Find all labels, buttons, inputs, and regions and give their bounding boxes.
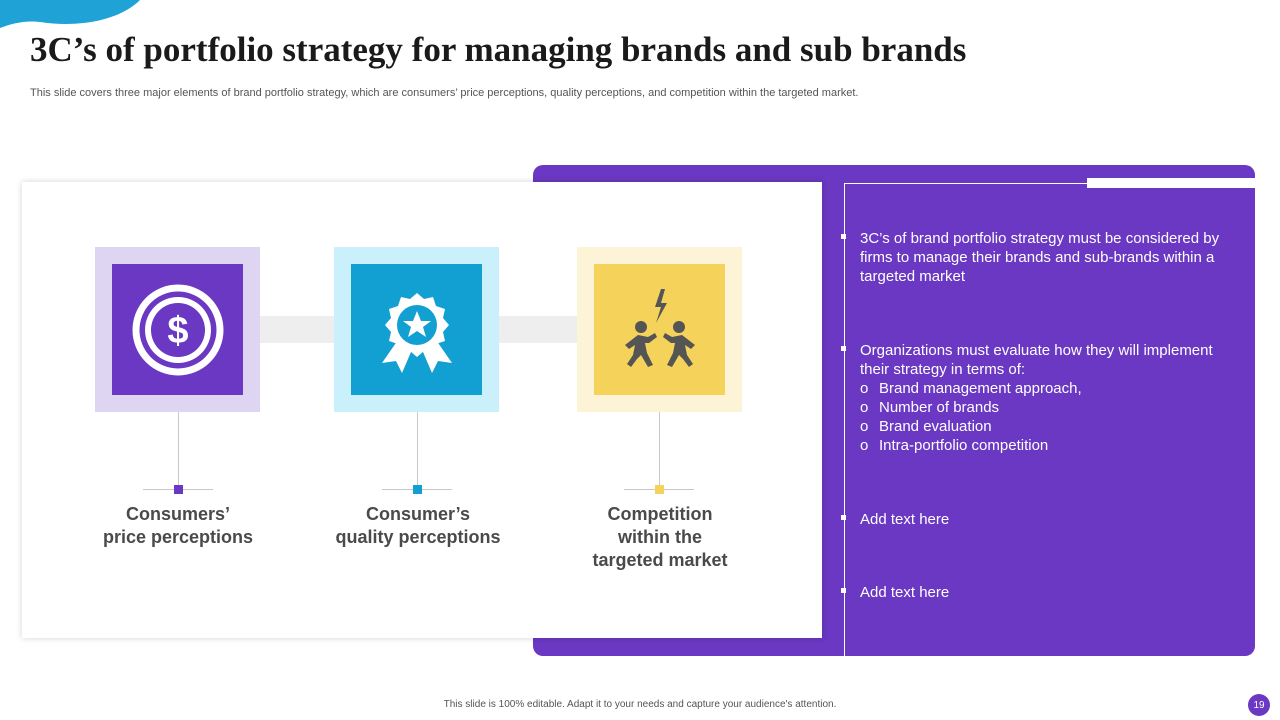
tile-price: $ bbox=[95, 247, 260, 412]
bullet-4: Add text here bbox=[860, 584, 950, 601]
sub-item-marker: o bbox=[860, 418, 869, 435]
sub-item-4: o Intra-portfolio competition bbox=[860, 436, 1230, 455]
stem-competition bbox=[659, 412, 660, 489]
sub-item-text: Brand evaluation bbox=[879, 418, 992, 435]
panel-divider-horizontal bbox=[844, 183, 1087, 184]
node-competition bbox=[655, 485, 664, 494]
sub-item-text: Number of brands bbox=[879, 399, 1000, 416]
sub-item-1: o Brand management approach, bbox=[860, 379, 1230, 398]
slide-subtitle: This slide covers three major elements o… bbox=[30, 87, 859, 99]
bullet-marker-3 bbox=[841, 515, 846, 520]
bullet-marker-4 bbox=[841, 588, 846, 593]
tile-quality-inner bbox=[351, 264, 482, 395]
label-competition-line2: within the bbox=[618, 527, 702, 547]
connector-2-3 bbox=[499, 316, 577, 343]
panel-divider-vertical bbox=[844, 183, 845, 656]
svg-text:$: $ bbox=[167, 310, 188, 352]
bullet-2-text: Organizations must evaluate how they wil… bbox=[860, 342, 1213, 378]
label-price-line1: Consumers’ bbox=[125, 504, 231, 524]
sub-item-2: o Number of brands bbox=[860, 398, 1230, 417]
sub-item-marker: o bbox=[860, 380, 869, 397]
label-price: Consumers’ price perceptions bbox=[68, 503, 288, 549]
sub-item-3: o Brand evaluation bbox=[860, 417, 1230, 436]
bullet-marker-2 bbox=[841, 346, 846, 351]
tile-quality bbox=[334, 247, 499, 412]
bullet-3: Add text here bbox=[860, 511, 950, 528]
sub-item-marker: o bbox=[860, 437, 869, 454]
node-price bbox=[174, 485, 183, 494]
bullet-1: 3C’s of brand portfolio strategy must be… bbox=[860, 230, 1220, 285]
stem-quality bbox=[417, 412, 418, 489]
connector-1-2 bbox=[260, 316, 334, 343]
sub-item-text: Brand management approach, bbox=[879, 380, 1082, 397]
label-price-line2: price perceptions bbox=[102, 527, 254, 547]
people-fighting-icon bbox=[624, 288, 695, 367]
bullet-marker-1 bbox=[841, 234, 846, 239]
sub-item-text: Intra-portfolio competition bbox=[879, 437, 1049, 454]
footer-note: This slide is 100% editable. Adapt it to… bbox=[443, 699, 837, 710]
label-quality-line1: Consumer’s bbox=[365, 504, 471, 524]
label-competition: Competition within the targeted market bbox=[550, 503, 770, 572]
tile-competition-inner bbox=[594, 264, 725, 395]
tile-price-inner: $ bbox=[112, 264, 243, 395]
slide-title: 3C’s of portfolio strategy for managing … bbox=[30, 30, 967, 69]
panel-accent-bar bbox=[1087, 178, 1255, 188]
label-quality: Consumer’s quality perceptions bbox=[308, 503, 528, 549]
corner-decoration bbox=[0, 0, 140, 28]
node-quality bbox=[413, 485, 422, 494]
label-competition-line1: Competition bbox=[607, 504, 713, 524]
bullet-2: Organizations must evaluate how they wil… bbox=[860, 341, 1230, 455]
sub-item-marker: o bbox=[860, 399, 869, 416]
tile-competition bbox=[577, 247, 742, 412]
page-number-badge: 19 bbox=[1248, 694, 1270, 716]
award-badge-icon bbox=[381, 292, 452, 373]
label-quality-line2: quality perceptions bbox=[335, 527, 501, 547]
stem-price bbox=[178, 412, 179, 489]
dollar-coin-icon: $ bbox=[132, 284, 223, 375]
label-competition-line3: targeted market bbox=[592, 550, 728, 570]
